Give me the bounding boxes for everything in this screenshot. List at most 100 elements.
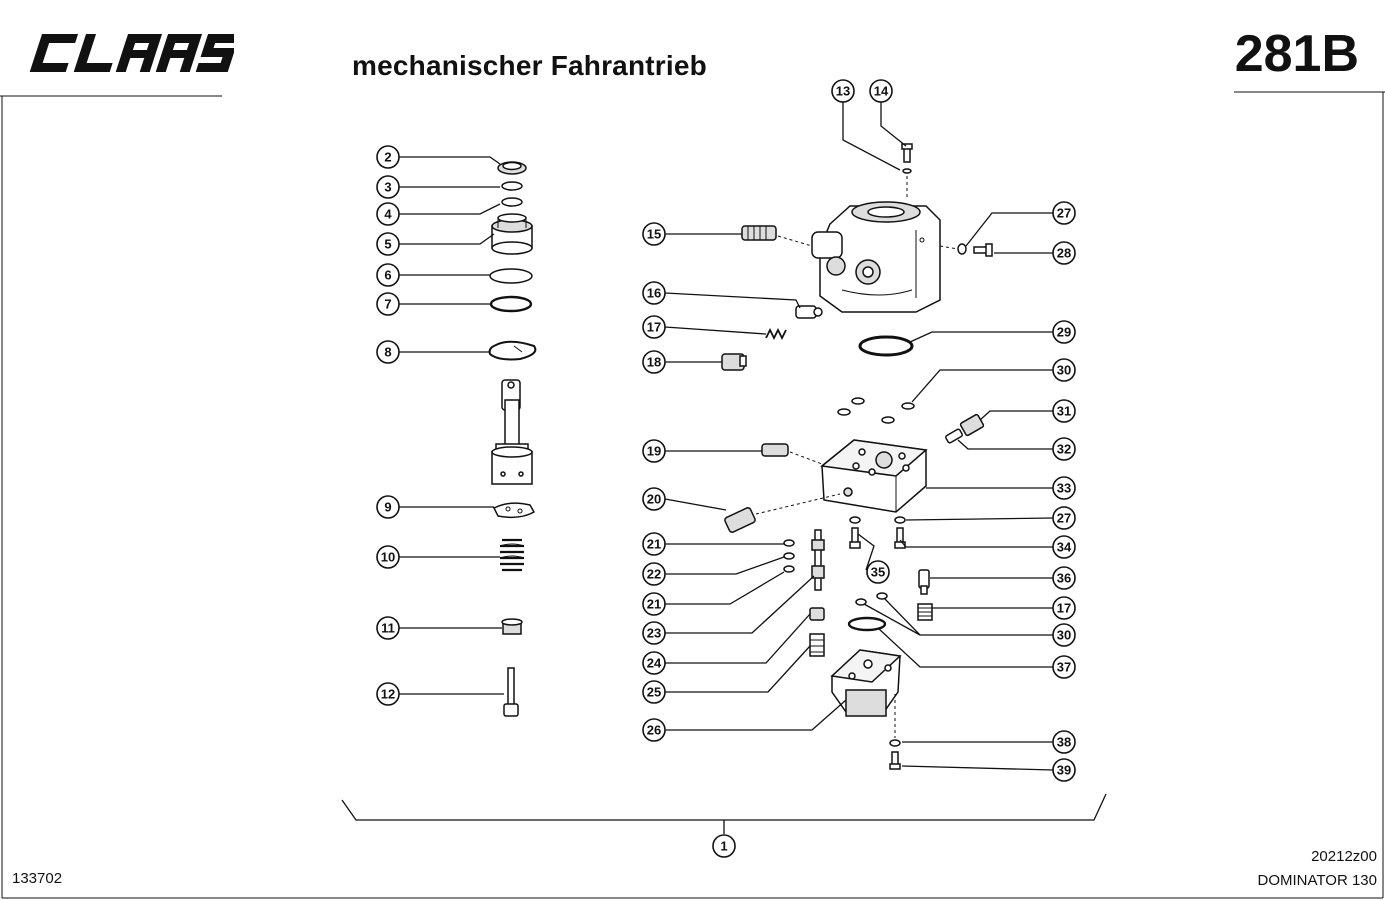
svg-text:7: 7 <box>384 297 391 312</box>
callout-10: 10 <box>376 545 400 569</box>
part-18-plug <box>721 353 747 371</box>
part-3-ring <box>501 181 523 191</box>
callout-16: 16 <box>642 281 666 305</box>
svg-text:34: 34 <box>1057 540 1072 555</box>
part-27b-washer <box>894 516 906 524</box>
svg-text:20: 20 <box>647 492 661 507</box>
svg-text:27: 27 <box>1057 511 1071 526</box>
page-number: 281B <box>1234 25 1359 83</box>
svg-text:37: 37 <box>1057 660 1071 675</box>
callout-22: 22 <box>642 562 666 586</box>
part-17-spring <box>765 327 787 341</box>
svg-text:30: 30 <box>1057 628 1071 643</box>
washer-left <box>849 516 861 524</box>
callout-36: 36 <box>1052 566 1076 590</box>
svg-text:1: 1 <box>720 839 727 854</box>
svg-text:5: 5 <box>384 237 391 252</box>
svg-text:24: 24 <box>647 656 662 671</box>
callout-38: 38 <box>1052 730 1076 754</box>
part-8-circlip <box>488 340 537 361</box>
callout-27: 27 <box>1052 201 1076 225</box>
part-24-plug <box>809 607 825 621</box>
svg-text:32: 32 <box>1057 442 1071 457</box>
part-17b-spring <box>917 603 933 621</box>
svg-text:18: 18 <box>647 355 661 370</box>
callout-23: 23 <box>642 621 666 645</box>
part-4-ring <box>501 197 523 207</box>
svg-text:27: 27 <box>1057 206 1071 221</box>
part-20-fitting <box>724 507 756 533</box>
callout-7: 7 <box>376 292 400 316</box>
svg-text:35: 35 <box>871 565 885 580</box>
part-36-valve <box>918 569 930 595</box>
callout-19: 19 <box>642 439 666 463</box>
part-2-cap <box>497 161 527 175</box>
callout-14: 14 <box>869 79 893 103</box>
svg-text:33: 33 <box>1057 481 1071 496</box>
part-39-screw <box>889 751 901 770</box>
claas-logo <box>29 34 234 72</box>
callout-27b: 27 <box>1052 506 1076 530</box>
callout-6: 6 <box>376 263 400 287</box>
part-38-washer <box>889 739 901 747</box>
callout-17b: 17 <box>1052 596 1076 620</box>
svg-text:28: 28 <box>1057 246 1071 261</box>
svg-text:26: 26 <box>647 723 661 738</box>
svg-text:8: 8 <box>384 345 391 360</box>
callout-8: 8 <box>376 340 400 364</box>
svg-text:21: 21 <box>647 537 661 552</box>
svg-text:10: 10 <box>381 550 395 565</box>
part-23-valve-pin <box>811 529 825 591</box>
svg-text:39: 39 <box>1057 763 1071 778</box>
part-30-o-rings <box>837 397 915 424</box>
part-37-seal <box>847 616 887 632</box>
svg-text:6: 6 <box>384 268 391 283</box>
part-12-screw <box>503 667 519 717</box>
svg-text:16: 16 <box>647 286 661 301</box>
leader-lines <box>399 102 1054 771</box>
svg-text:9: 9 <box>384 500 391 515</box>
svg-text:23: 23 <box>647 626 661 641</box>
svg-text:15: 15 <box>647 227 661 242</box>
callout-30: 30 <box>1052 358 1076 382</box>
callout-9: 9 <box>376 495 400 519</box>
callout-21b: 21 <box>642 592 666 616</box>
part-5-bushing <box>491 213 533 255</box>
svg-text:30: 30 <box>1057 363 1071 378</box>
part-19-fitting <box>761 443 789 457</box>
part-7-snap-ring <box>489 295 533 313</box>
svg-text:14: 14 <box>874 84 889 99</box>
callout-29: 29 <box>1052 320 1076 344</box>
part-13-washer <box>902 168 912 174</box>
callout-39: 39 <box>1052 758 1076 782</box>
part-27-washer <box>957 243 967 255</box>
part-10-spring <box>499 538 525 572</box>
callout-15: 15 <box>642 222 666 246</box>
callout-37: 37 <box>1052 655 1076 679</box>
svg-text:31: 31 <box>1057 404 1071 419</box>
svg-text:19: 19 <box>647 444 661 459</box>
part-33-valve-plate <box>820 439 928 513</box>
part-32-nipple <box>945 428 963 444</box>
callout-28: 28 <box>1052 241 1076 265</box>
callout-18: 18 <box>642 350 666 374</box>
callout-32: 32 <box>1052 437 1076 461</box>
page-frame <box>0 91 1385 899</box>
part-6-washer <box>489 268 533 284</box>
svg-text:17: 17 <box>647 320 661 335</box>
assembly-bracket <box>341 793 1107 821</box>
upper-valve-housing <box>811 201 941 313</box>
svg-text:12: 12 <box>381 687 395 702</box>
svg-text:25: 25 <box>647 685 661 700</box>
page-title: mechanischer Fahrantrieb <box>352 50 707 81</box>
callout-26: 26 <box>642 718 666 742</box>
callout-5: 5 <box>376 232 400 256</box>
svg-text:13: 13 <box>836 84 850 99</box>
part-28-screw <box>973 243 993 257</box>
svg-text:2: 2 <box>384 150 391 165</box>
callout-17: 17 <box>642 315 666 339</box>
svg-text:21: 21 <box>647 597 661 612</box>
part-21-22-rings <box>783 539 795 573</box>
callout-2: 2 <box>376 145 400 169</box>
